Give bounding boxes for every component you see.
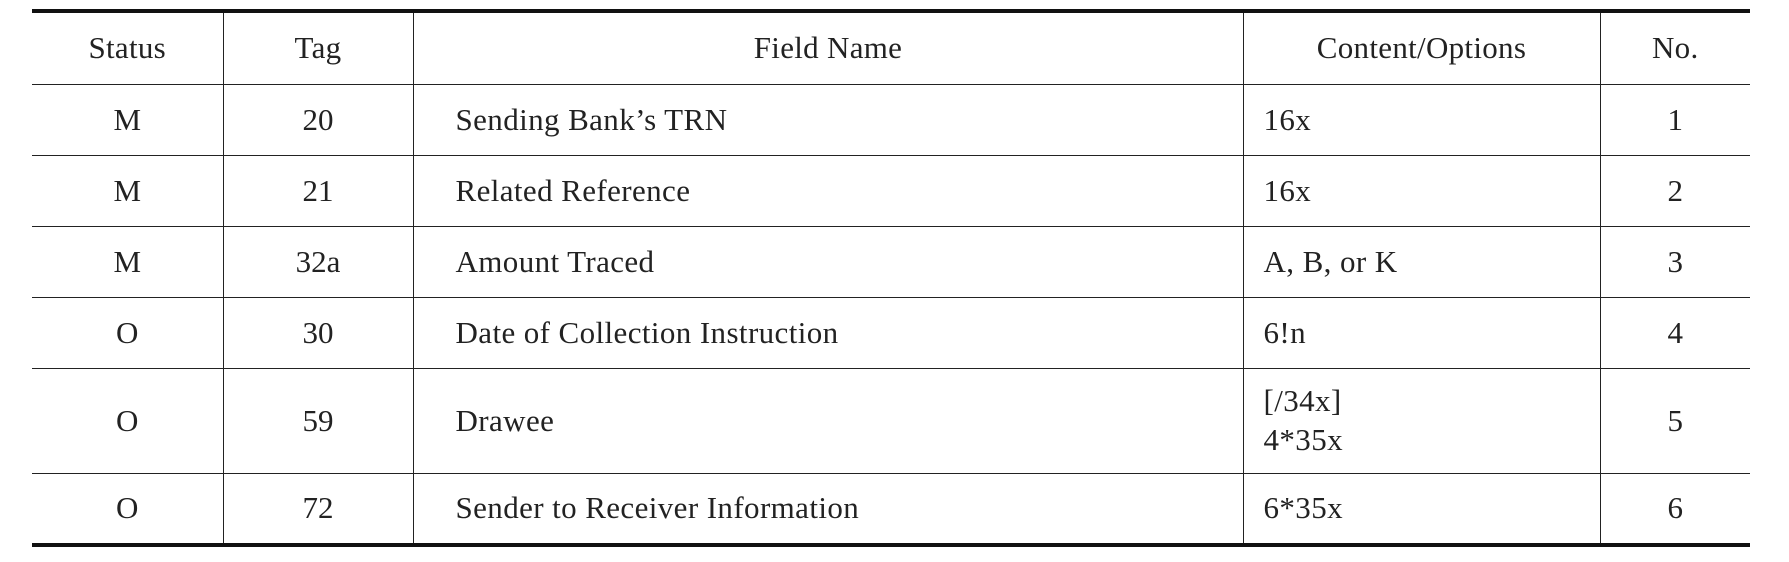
cell-status: O — [32, 297, 223, 369]
cell-status: M — [32, 155, 223, 227]
cell-no: 5 — [1599, 368, 1750, 474]
cell-tag: 20 — [222, 84, 413, 156]
cell-no: 3 — [1599, 226, 1750, 298]
field-spec-table: Status Tag Field Name Content/Options No… — [32, 9, 1750, 547]
table-row: O 30 Date of Collection Instruction 6!n … — [32, 297, 1750, 369]
cell-field-name: Sending Bank’s TRN — [412, 84, 1243, 156]
content-line: 16x — [1263, 172, 1312, 208]
header-field-name: Field Name — [412, 11, 1243, 85]
cell-field-name: Sender to Receiver Information — [412, 473, 1243, 545]
cell-status: M — [32, 84, 223, 156]
header-status: Status — [32, 11, 223, 85]
cell-content: 16x — [1242, 155, 1600, 227]
content-line: 6!n — [1263, 314, 1307, 350]
cell-field-name: Related Reference — [412, 155, 1243, 227]
cell-content: A, B, or K — [1242, 226, 1600, 298]
table-row: O 72 Sender to Receiver Information 6*35… — [32, 473, 1750, 545]
table-body: M 20 Sending Bank’s TRN 16x 1 M 21 Relat… — [32, 84, 1750, 545]
cell-field-name: Drawee — [412, 368, 1243, 474]
table-row: O 59 Drawee [/34x] 4*35x 5 — [32, 368, 1750, 474]
content-line: 6*35x — [1263, 489, 1343, 525]
header-content-options: Content/Options — [1242, 11, 1600, 85]
cell-status: O — [116, 489, 139, 525]
cell-no: 2 — [1599, 155, 1750, 227]
cell-tag: 21 — [222, 155, 413, 227]
cell-field-name: Date of Collection Instruction — [412, 297, 1243, 369]
content-line: [/34x] — [1263, 383, 1342, 419]
content-line: 16x — [1263, 101, 1312, 137]
cell-tag: 72 — [222, 473, 413, 545]
header-row: Status Tag Field Name Content/Options No… — [32, 11, 1750, 85]
header-no: No. — [1599, 11, 1750, 85]
table-row: M 32a Amount Traced A, B, or K 3 — [32, 226, 1750, 298]
table-header: Status Tag Field Name Content/Options No… — [32, 11, 1750, 85]
header-tag: Tag — [222, 11, 413, 85]
field-spec-table-container: Status Tag Field Name Content/Options No… — [32, 9, 1750, 547]
cell-tag: 32a — [222, 226, 413, 298]
cell-tag: 30 — [222, 297, 413, 369]
cell-no: 4 — [1599, 297, 1750, 369]
cell-status: M — [32, 226, 223, 298]
content-line: A, B, or K — [1263, 243, 1398, 279]
cell-field-name: Amount Traced — [412, 226, 1243, 298]
cell-content: 6!n — [1242, 297, 1600, 369]
table-row: M 20 Sending Bank’s TRN 16x 1 — [32, 84, 1750, 156]
cell-content: 6*35x — [1242, 473, 1600, 545]
cell-content: 16x — [1242, 84, 1600, 156]
cell-tag: 59 — [222, 368, 413, 474]
table-row: M 21 Related Reference 16x 2 — [32, 155, 1750, 227]
cell-no: 6 — [1599, 473, 1750, 545]
content-line: 4*35x — [1263, 422, 1343, 457]
cell-no: 1 — [1599, 84, 1750, 156]
cell-content: [/34x] 4*35x — [1242, 368, 1600, 474]
cell-status: O — [32, 368, 223, 474]
